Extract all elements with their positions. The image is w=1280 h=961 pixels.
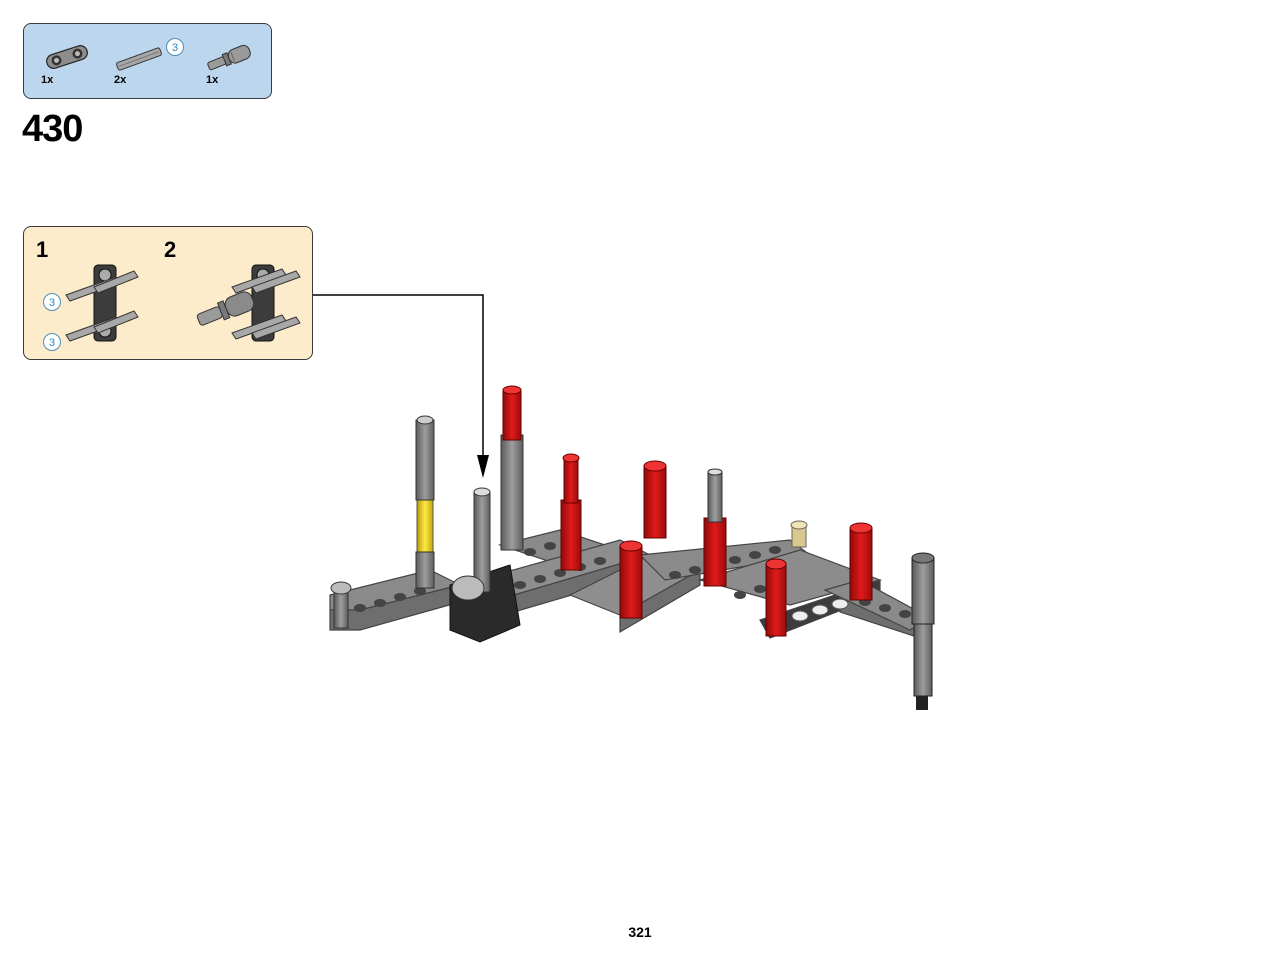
connector-part-icon <box>46 45 88 69</box>
axle-part-icon <box>116 47 162 71</box>
substep-1-callout-bottom: 3 <box>43 333 61 351</box>
substep-1-illustration <box>65 264 139 342</box>
axle-qty: 2x <box>114 74 127 86</box>
substep-1-callout-top: 3 <box>43 293 61 311</box>
parts-list-box: 1x 3 2x 1x <box>23 23 272 99</box>
model-assembly-illustration <box>329 385 935 710</box>
axle-callout-badge: 3 <box>166 38 184 56</box>
substep-2-illustration <box>196 264 301 342</box>
substep-2-label: 2 <box>164 237 177 262</box>
pin-axle-part-icon <box>207 44 251 71</box>
substep-1-label: 1 <box>36 237 49 262</box>
page-number: 321 <box>628 924 652 940</box>
subassembly-box: 1 2 3 3 <box>23 226 313 360</box>
connector-qty: 1x <box>41 74 54 86</box>
pin-axle-qty: 1x <box>206 74 219 86</box>
step-number: 430 <box>22 108 83 150</box>
